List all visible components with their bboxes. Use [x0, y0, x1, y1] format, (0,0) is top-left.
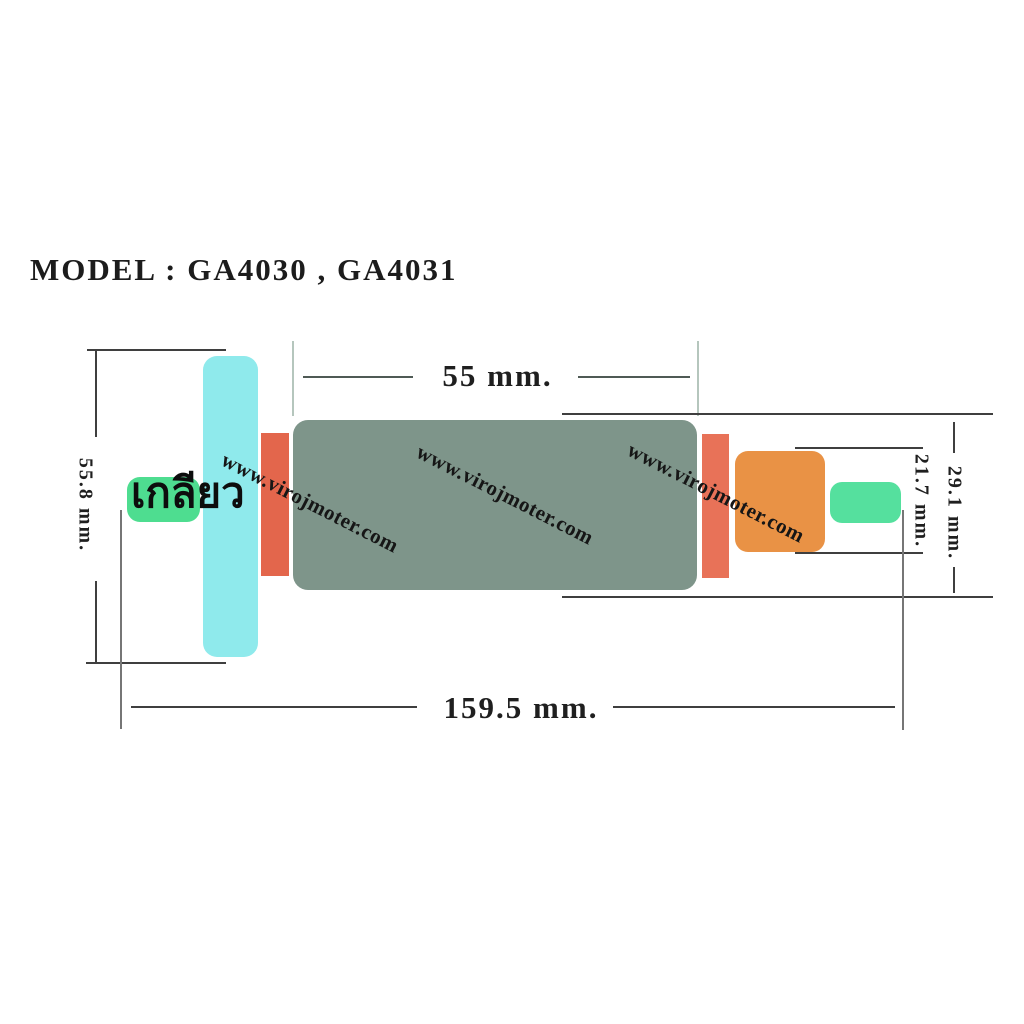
dimension-line: [953, 567, 955, 593]
dimension-extension-line: [795, 447, 923, 449]
thread-label: เกลียว: [131, 469, 245, 516]
dimension-line: [578, 376, 690, 378]
dimension-line: [303, 376, 413, 378]
dimension-tick: [87, 349, 226, 351]
dimension-extension-line: [795, 552, 923, 554]
dimension-line: [131, 706, 417, 708]
dimension-line: [95, 581, 97, 663]
dimension-line: [613, 706, 895, 708]
bearing-shape: [735, 451, 825, 552]
total-length-label: 159.5 mm.: [443, 690, 599, 725]
dimension-line: [95, 349, 97, 437]
armature-core-shape: [293, 420, 697, 590]
right-spacer-shape: [702, 434, 729, 578]
dimension-extension-line: [562, 596, 993, 598]
dimension-extension-line: [697, 341, 699, 416]
dimension-line: [953, 422, 955, 453]
fan-shape: [203, 356, 258, 657]
dimension-tick: [86, 662, 226, 664]
dimension-extension-line: [562, 413, 993, 415]
right-outer-diameter-label: 29.1 mm.: [943, 465, 966, 561]
dimension-extension-line: [120, 510, 122, 729]
fan-diameter-label: 55.8 mm.: [74, 457, 97, 553]
core-length-label: 55 mm.: [442, 358, 553, 393]
model-title: MODEL : GA4030 , GA4031: [30, 252, 458, 287]
bearing-diameter-label: 21.7 mm.: [910, 453, 933, 549]
dimension-extension-line: [902, 510, 904, 730]
thread-block-shape: [127, 477, 200, 522]
dimension-extension-line: [292, 341, 294, 416]
shaft-end-shape: [830, 482, 901, 523]
left-spacer-shape: [261, 433, 289, 576]
